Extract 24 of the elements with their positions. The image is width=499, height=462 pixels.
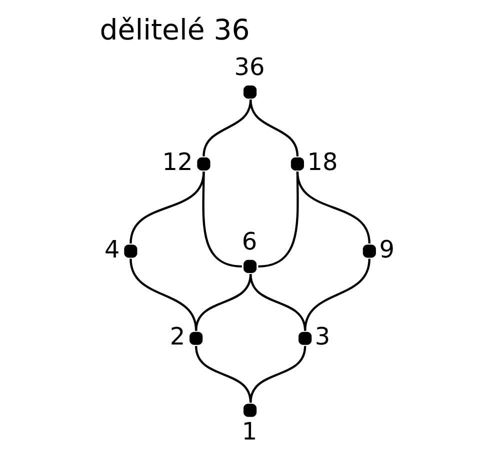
connector xyxy=(250,100,299,156)
node-label: 12 xyxy=(162,148,193,176)
connector xyxy=(296,171,370,244)
node-label: 2 xyxy=(170,322,186,350)
node-circle xyxy=(197,157,210,170)
node-label: 9 xyxy=(379,235,394,264)
diagram-title: dělitelé 36 xyxy=(100,13,250,46)
node-circle xyxy=(124,244,138,258)
node-circle xyxy=(244,85,257,99)
connector xyxy=(202,172,242,268)
node-circle xyxy=(244,260,257,273)
node-label: 6 xyxy=(242,228,258,256)
node-circle xyxy=(298,332,312,345)
node-label: 4 xyxy=(104,235,120,264)
node-circle xyxy=(190,332,203,345)
node-circle xyxy=(290,157,304,170)
node-label: 3 xyxy=(314,322,330,350)
node-label: 36 xyxy=(234,53,265,82)
node-circle xyxy=(362,244,376,258)
connector xyxy=(250,346,306,403)
node-circle xyxy=(244,404,257,417)
node-label: 18 xyxy=(307,148,338,176)
node-label: 1 xyxy=(242,417,258,446)
connector xyxy=(304,258,370,331)
